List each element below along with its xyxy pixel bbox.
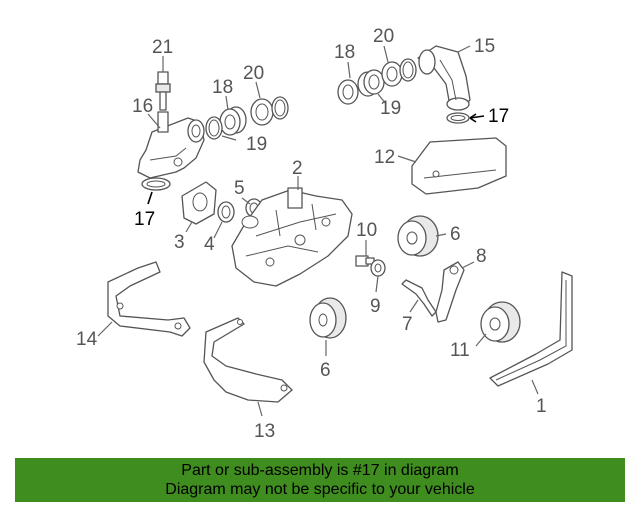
part-1-belt: [489, 271, 573, 387]
part-4-ring: [217, 201, 235, 223]
part-12-cover-plate: [411, 137, 507, 195]
part-16-thermostat-housing: [137, 111, 205, 179]
callout-15: 15: [474, 36, 495, 57]
callout-7: 7: [402, 314, 413, 335]
callout-12: 12: [374, 147, 395, 168]
callout-labels: 21 16 18 20 19 18 20 19 15 17 12 2 5 17 …: [76, 26, 547, 442]
callout-5: 5: [234, 178, 245, 199]
callout-10: 10: [356, 220, 377, 241]
callout-18-right: 18: [334, 42, 355, 63]
part-13-bracket: [203, 317, 293, 403]
note-line-2: Diagram may not be specific to your vehi…: [165, 481, 475, 498]
leader-lines: [97, 45, 539, 417]
callout-6-upper: 6: [450, 224, 461, 245]
callout-16: 16: [132, 96, 153, 117]
callout-6-lower: 6: [320, 360, 331, 381]
part-8-tensioner-plate: [435, 261, 465, 323]
part-20-left-flange: [250, 96, 289, 126]
part-7-bracket: [401, 279, 437, 317]
callout-8: 8: [476, 246, 487, 267]
diagram-note-banner: Part or sub-assembly is #17 in diagram D…: [15, 458, 625, 502]
part-6-lower-pulley: [309, 297, 347, 339]
parts-diagram: 21 16 18 20 19 18 20 19 15 17 12 2 5 17 …: [76, 26, 573, 442]
part-2-pump-housing: [231, 187, 353, 287]
part-15-intake-hose: [417, 45, 471, 111]
part-18-left-seal: [219, 106, 247, 136]
part-19-right-ring: [357, 69, 385, 97]
callout-13: 13: [254, 421, 275, 442]
callout-9: 9: [370, 296, 381, 317]
callout-1: 1: [536, 396, 547, 417]
callout-2: 2: [292, 158, 303, 179]
part-3-cover: [181, 181, 217, 225]
callout-11: 11: [450, 340, 470, 361]
part-6-upper-pulley: [397, 215, 439, 257]
note-line-1: Part or sub-assembly is #17 in diagram: [181, 462, 459, 479]
part-18-right-seal: [337, 79, 359, 105]
callout-4: 4: [204, 234, 215, 255]
callout-21: 21: [152, 37, 173, 58]
callout-14: 14: [76, 329, 98, 350]
callout-20-left: 20: [243, 63, 264, 84]
callout-17-right: 17: [488, 106, 509, 127]
part-11-tensioner-pulley: [480, 301, 521, 343]
callout-20-right: 20: [373, 26, 394, 47]
part-19-left-ring: [205, 116, 223, 140]
part-20-right-flange: [381, 58, 417, 87]
callout-19-left: 19: [246, 134, 267, 155]
callout-3: 3: [174, 232, 185, 253]
callout-18-left: 18: [212, 77, 233, 98]
part-17-right-o-ring: [446, 112, 470, 124]
part-14-bracket: [107, 261, 191, 337]
part-21-sensor: [155, 71, 171, 111]
callout-19-right: 19: [380, 98, 401, 119]
part-17-left-o-ring: [141, 177, 171, 191]
part-9-washer: [370, 259, 386, 277]
callout-17-left: 17: [134, 209, 155, 230]
